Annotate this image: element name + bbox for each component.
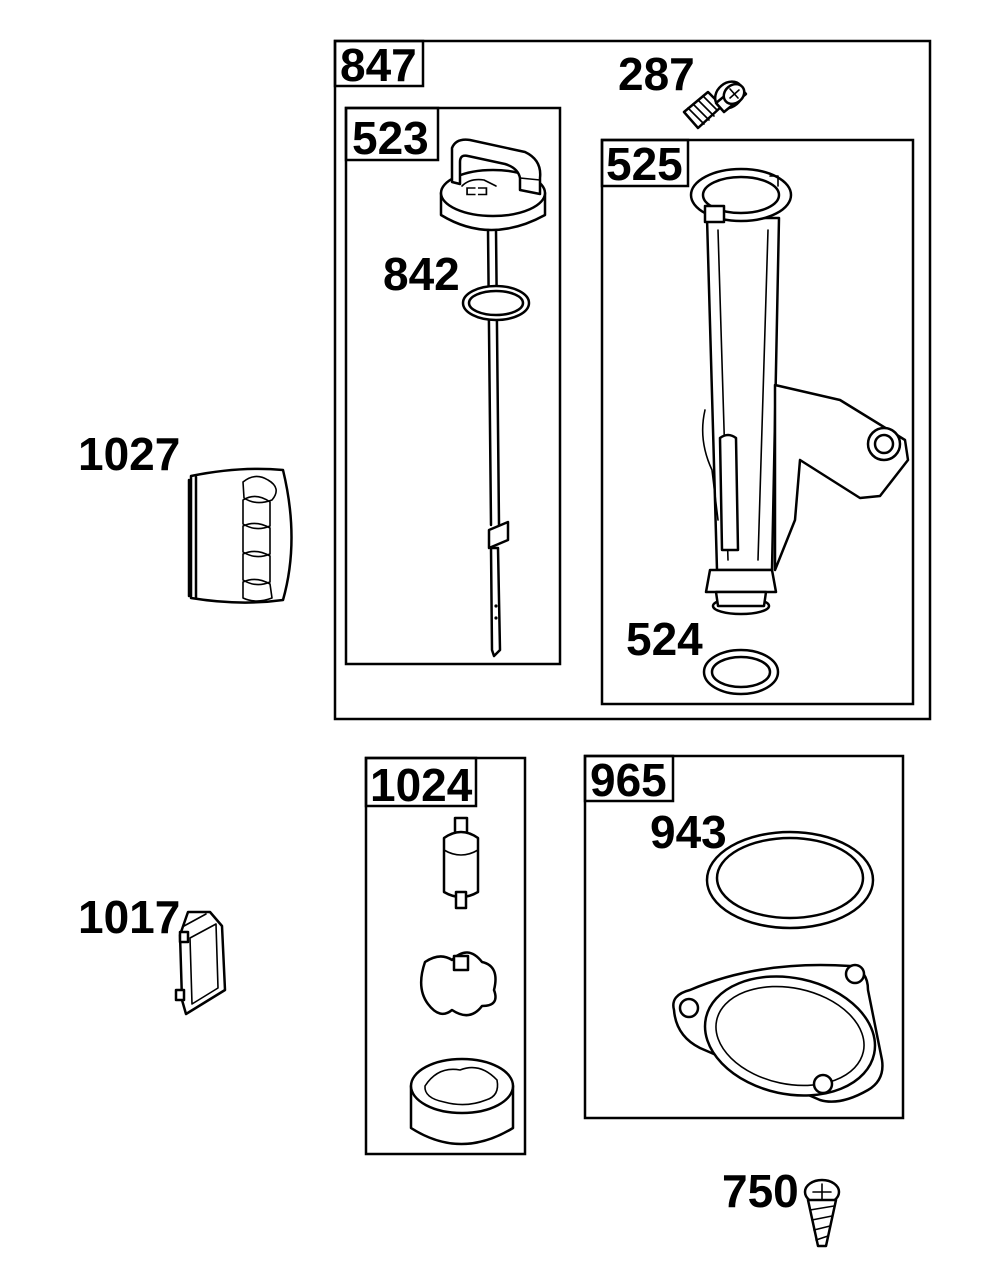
label-524: 524	[626, 613, 703, 665]
dipstick-cap-523-icon: ⊏⊐	[439, 138, 547, 232]
label-1017: 1017	[78, 891, 180, 943]
oil-sensor-1017-icon	[174, 910, 227, 1016]
oil-filter-1027-icon	[187, 467, 293, 604]
group-525-frame	[600, 138, 915, 706]
gasket-943-icon	[705, 830, 875, 930]
pump-shaft-icon	[442, 816, 480, 910]
label-box-965	[583, 754, 675, 803]
screw-287-icon	[682, 80, 748, 130]
o-ring-842-icon	[461, 284, 531, 322]
label-1027: 1027	[78, 428, 180, 480]
label-525: 525	[606, 138, 683, 190]
label-287: 287	[618, 48, 695, 100]
label-750: 750	[722, 1165, 799, 1217]
label-943: 943	[650, 806, 727, 858]
o-ring-524-icon	[702, 648, 780, 696]
dipstick-tube-525-icon	[689, 167, 910, 616]
inner-rotor-icon	[419, 951, 497, 1017]
label-box-1024	[364, 756, 478, 808]
label-847: 847	[340, 39, 417, 91]
label-523: 523	[352, 112, 429, 164]
label-box-523	[344, 106, 440, 162]
label-965: 965	[590, 754, 667, 806]
dipstick-842-icon	[486, 228, 510, 658]
label-1024: 1024	[370, 759, 473, 811]
svg-text:⊏⊐: ⊏⊐	[465, 182, 488, 198]
pump-cover-965-icon	[672, 963, 884, 1103]
group-523-frame	[344, 106, 562, 666]
group-965-frame	[583, 754, 905, 1120]
outer-rotor-icon	[409, 1057, 515, 1146]
label-842: 842	[383, 248, 460, 300]
label-box-847	[333, 39, 425, 88]
label-box-525	[600, 138, 690, 188]
screw-750-icon	[803, 1178, 841, 1248]
group-847-frame	[333, 39, 932, 721]
